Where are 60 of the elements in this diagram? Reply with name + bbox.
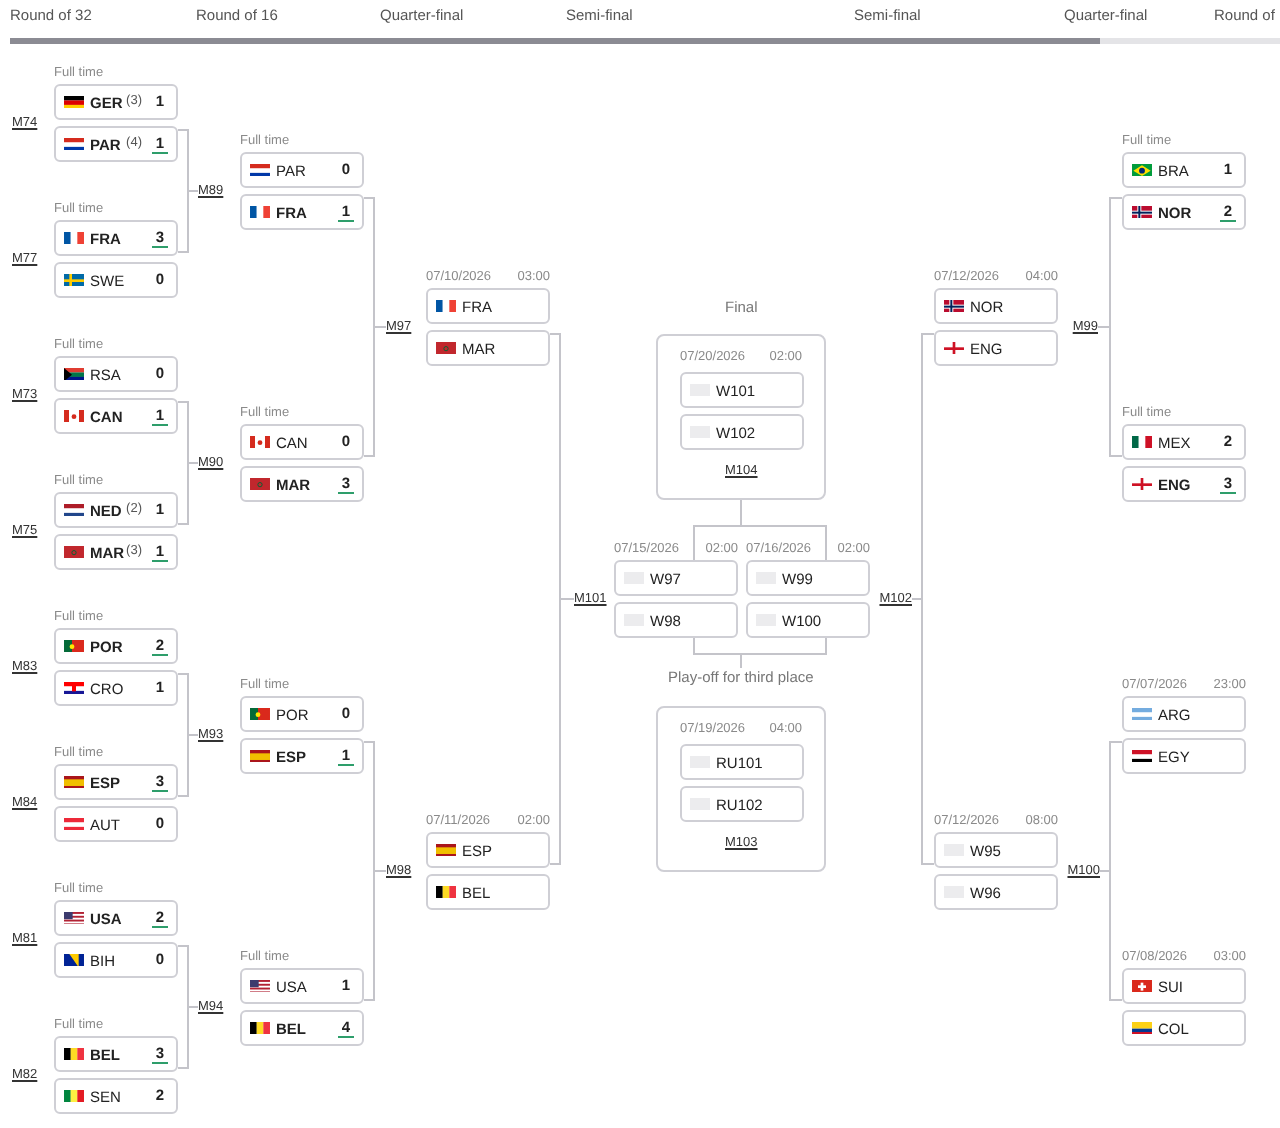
- team-row: [426, 832, 550, 868]
- team-row: [240, 424, 364, 460]
- team-row: [54, 942, 178, 978]
- team-row: [240, 466, 364, 502]
- team-row: [54, 492, 178, 528]
- team-row: [54, 806, 178, 842]
- team-row: [54, 84, 178, 120]
- team-row: [54, 670, 178, 706]
- team-row: [54, 126, 178, 162]
- team-row: [614, 560, 738, 596]
- team-row: [934, 330, 1058, 366]
- team-row: [54, 262, 178, 298]
- bracket-line: [1099, 870, 1123, 1001]
- team-row: [54, 1036, 178, 1072]
- team-row: [1122, 1010, 1246, 1046]
- team-row: [240, 1010, 364, 1046]
- team-row: [54, 356, 178, 392]
- team-row: [934, 874, 1058, 910]
- team-row: [1122, 968, 1246, 1004]
- bracket-line: [740, 499, 827, 561]
- team-row: [1122, 424, 1246, 460]
- team-row: [1122, 738, 1246, 774]
- team-row: [426, 330, 550, 366]
- bracket-line: [177, 734, 199, 797]
- bracket-line: [177, 1006, 199, 1069]
- team-row: [54, 398, 178, 434]
- team-row: [934, 288, 1058, 324]
- team-row: [426, 874, 550, 910]
- team-row: [680, 372, 804, 408]
- team-row: [54, 900, 178, 936]
- team-row: [680, 786, 804, 822]
- team-row: [614, 602, 738, 638]
- team-row: [240, 968, 364, 1004]
- team-row: [680, 744, 804, 780]
- team-row: [746, 602, 870, 638]
- team-row: [240, 696, 364, 732]
- team-row: [54, 1078, 178, 1114]
- bracket-line: [363, 326, 387, 457]
- team-row: [934, 832, 1058, 868]
- team-row: [1122, 152, 1246, 188]
- bracket-line: [549, 598, 575, 865]
- bracket-line: [911, 598, 935, 865]
- bracket-line: [363, 870, 387, 1001]
- team-row: [1122, 696, 1246, 732]
- team-row: [54, 534, 178, 570]
- bracket-line: [740, 637, 827, 669]
- team-row: [54, 764, 178, 800]
- bracket-line: [1097, 326, 1123, 457]
- team-row: [426, 288, 550, 324]
- bracket-line: [177, 462, 199, 525]
- team-row: [1122, 466, 1246, 502]
- team-row: [746, 560, 870, 596]
- team-row: [54, 220, 178, 256]
- bracket-line: [177, 190, 199, 253]
- team-row: [1122, 194, 1246, 230]
- team-row: [240, 152, 364, 188]
- team-row: [680, 414, 804, 450]
- team-row: [240, 738, 364, 774]
- team-row: [240, 194, 364, 230]
- team-row: [54, 628, 178, 664]
